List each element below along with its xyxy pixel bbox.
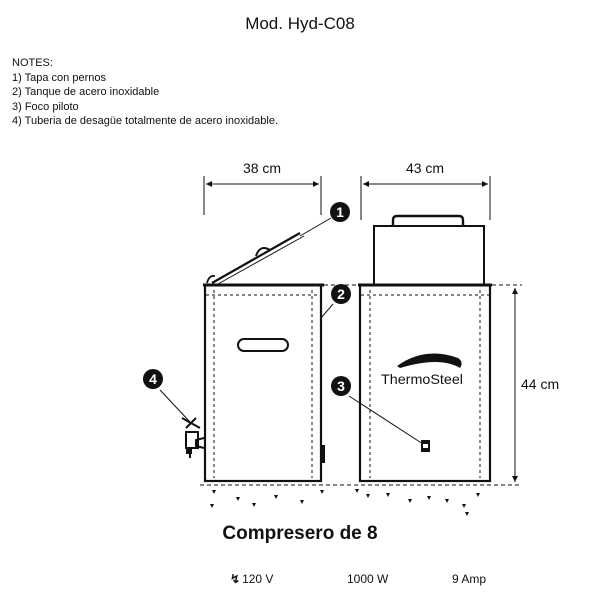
brand-swoosh (397, 353, 462, 368)
side-width-label: 43 cm (406, 160, 444, 176)
floor-mark (210, 504, 214, 508)
callout-2-number: 2 (337, 286, 345, 302)
front-lid-hinge (206, 274, 216, 284)
side-lid-handle (391, 214, 465, 226)
drain-pipe (195, 437, 205, 449)
callout-4-number: 4 (149, 371, 157, 387)
side-view (200, 176, 522, 486)
floor-mark (366, 494, 370, 498)
callout-1-leader (299, 217, 332, 237)
callout-4-leader (159, 389, 191, 423)
note-item-2: 2) Tanque de acero inoxidable (12, 86, 160, 98)
spec-voltage: ↯120 V (230, 572, 273, 586)
callouts: 1 2 3 4 (143, 202, 351, 396)
floor-mark (386, 493, 390, 497)
floor-mark (212, 490, 216, 494)
front-lid-knob (255, 247, 271, 257)
notes-block: NOTES: 1) Tapa con pernos 2) Tanque de a… (12, 56, 278, 129)
notes-heading: NOTES: (12, 57, 53, 69)
front-tank-body (203, 283, 323, 483)
callout-3-leader (348, 395, 424, 445)
floor-mark (408, 499, 412, 503)
note-item-1: 1) Tapa con pernos (12, 71, 106, 84)
callout-3-circle (331, 376, 351, 396)
front-handle (237, 338, 289, 352)
product-name: Compresero de 8 (222, 523, 378, 544)
side-lid (373, 225, 485, 286)
callout-1-circle (330, 202, 350, 222)
floor-mark (476, 493, 480, 497)
floor-mark (465, 512, 469, 516)
floor-mark (300, 500, 304, 504)
spec-power: 1000 W (347, 572, 389, 586)
front-width-label: 38 cm (243, 160, 281, 176)
callout-1-number: 1 (336, 204, 344, 220)
note-item-3: 3) Foco piloto (12, 100, 79, 113)
callout-3-number: 3 (337, 378, 345, 394)
callout-4-circle (143, 369, 163, 389)
floor-mark (355, 489, 359, 493)
callout-2-circle (331, 284, 351, 304)
spec-voltage-value: 120 V (242, 572, 274, 586)
floor-mark (462, 504, 466, 508)
model-title: Mod. Hyd-C08 (245, 14, 355, 33)
floor-mark (236, 497, 240, 501)
front-lid (211, 232, 301, 284)
note-item-4: 4) Tuberia de desagüe totalmente de acer… (12, 115, 279, 127)
pilot-light-lens (423, 444, 428, 448)
floor-mark (320, 490, 324, 494)
callout-2-leader (320, 303, 334, 319)
lightning-icon: ↯ (230, 572, 241, 586)
front-side-bracket (321, 445, 325, 463)
callout-leaders (159, 217, 424, 445)
floor-mark (274, 495, 278, 499)
drain-valve-handle (181, 417, 201, 429)
floor-marks (210, 489, 480, 516)
front-lid-inner (217, 235, 305, 285)
floor-mark (252, 503, 256, 507)
brand-logo: ThermoSteel (381, 371, 463, 387)
drain-outlet (186, 448, 192, 454)
front-view (181, 176, 325, 483)
floor-mark (427, 496, 431, 500)
spec-current: 9 Amp (452, 572, 487, 586)
floor-mark (445, 499, 449, 503)
height-label: 44 cm (521, 376, 559, 392)
